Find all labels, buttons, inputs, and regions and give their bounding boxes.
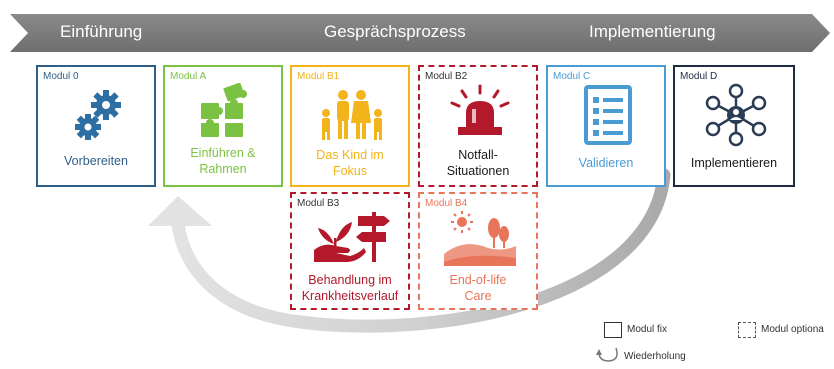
module-b2-box: Modul B2 Notfall- Situationen xyxy=(418,65,538,187)
module-b4-label: Modul B4 xyxy=(425,198,468,209)
module-b3-label: Modul B3 xyxy=(297,198,340,209)
module-b1-title: Das Kind im Fokus xyxy=(316,148,384,178)
checklist-icon xyxy=(584,85,632,145)
puzzle-icon xyxy=(201,83,247,137)
phase-implementierung: Implementierung xyxy=(589,22,716,41)
module-b3-title: Behandlung im Krankheitsverlauf xyxy=(301,273,399,303)
network-icon xyxy=(705,83,767,147)
module-d-box: Modul D Implementieren xyxy=(673,65,795,187)
module-a-box: Modul A Einführen & Rahmen xyxy=(163,65,283,187)
module-b4-title: End-of-life Care xyxy=(449,273,507,303)
alarm-light-icon xyxy=(450,84,510,135)
family-icon xyxy=(322,90,382,140)
module-d-label: Modul D xyxy=(680,71,718,82)
gears-icon xyxy=(75,90,121,140)
module-d-title: Implementieren xyxy=(690,156,778,170)
module-a-label: Modul A xyxy=(170,71,207,82)
hand-plant-signpost-icon xyxy=(314,212,390,262)
phase-banner xyxy=(10,14,830,52)
legend-optional-label: Modul optiona xyxy=(761,324,824,335)
legend-optional-swatch xyxy=(738,322,756,338)
module-c-title: Validieren xyxy=(578,156,634,170)
legend-repeat-label: Wiederholung xyxy=(624,351,686,362)
module-0-box: Modul 0 Vorbereiten xyxy=(36,65,156,187)
module-b1-label: Modul B1 xyxy=(297,71,340,82)
phase-einfuehrung: Einführung xyxy=(60,22,143,41)
legend-repeat-arrow-icon xyxy=(596,347,618,362)
legend-fix-swatch xyxy=(604,322,622,338)
legend-fix-label: Modul fix xyxy=(627,324,668,335)
module-b2-title: Notfall- Situationen xyxy=(446,148,510,178)
module-b2-label: Modul B2 xyxy=(425,71,468,82)
module-b4-box: Modul B4 End-of-life Care xyxy=(418,192,538,310)
module-b1-box: Modul B1 Das Kind im Fokus xyxy=(290,65,410,187)
module-0-label: Modul 0 xyxy=(43,71,79,82)
module-c-label: Modul C xyxy=(553,71,591,82)
module-0-title: Vorbereiten xyxy=(64,154,128,168)
module-b3-box: Modul B3 Behandlung im Krankheitsverlauf xyxy=(290,192,410,310)
module-a-title: Einführen & Rahmen xyxy=(190,146,256,176)
landscape-icon xyxy=(444,211,516,266)
phase-gespraechsprozess: Gesprächsprozess xyxy=(324,22,466,41)
module-c-box: Modul C Validieren xyxy=(546,65,666,187)
